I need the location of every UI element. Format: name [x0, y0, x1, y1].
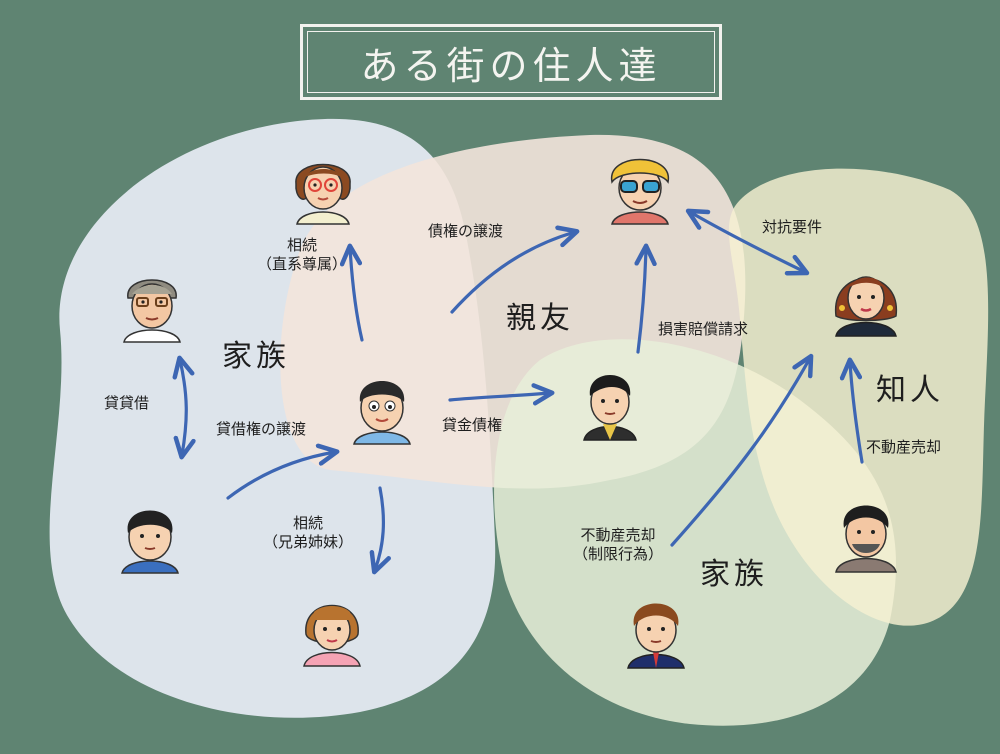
group-label-family-right: 家族 [700, 557, 768, 592]
acquaintances-region [728, 168, 989, 626]
man-in-suit-icon [583, 375, 637, 441]
group-label-acquaintances: 知人 [876, 373, 944, 408]
man-with-sunglasses-icon [611, 158, 669, 225]
label-damages-claim: 損害賠償請求 [658, 320, 749, 338]
arrow-damages [634, 243, 657, 354]
label-loan-lending: 貸貸借 [104, 394, 150, 412]
label-inherit-siblings: 相続 （兄弟姉妹） [262, 514, 353, 551]
label-real-estate-sale-limited: 不動産売却 （制限行為） [572, 526, 663, 563]
arrow-to-central [226, 443, 340, 500]
arrow-to-sibling [369, 486, 391, 575]
central-man-blue-shirt-icon [353, 381, 411, 445]
arrow-to-mother [339, 243, 364, 342]
arrow-loan-grandfather [172, 355, 196, 460]
woman-with-red-glasses-icon [295, 163, 351, 225]
label-perfection-requirement: 対抗要件 [762, 218, 823, 236]
arrow-sale [839, 357, 864, 464]
arrow-sale-limited [670, 353, 814, 547]
arrows [172, 208, 864, 575]
page-title: ある街の住人達 [360, 43, 662, 88]
young-man-blue-shirt-icon [121, 510, 179, 574]
elderly-man-with-glasses-icon [123, 279, 181, 343]
title-box: ある街の住人達 [300, 24, 722, 100]
group-label-friends: 親友 [506, 301, 574, 336]
girl-pink-dress-icon [303, 604, 361, 667]
arrow-perfection [685, 208, 810, 276]
label-real-estate-sale: 不動産売却 [866, 438, 942, 456]
arrow-to-best-friend [450, 225, 580, 314]
label-claim-assignment-left: 貸借権の譲渡 [216, 420, 307, 438]
boy-school-uniform-icon [627, 603, 685, 669]
bearded-man-icon [835, 505, 897, 573]
label-inherit-lineal: 相続 （直系尊属） [256, 236, 347, 273]
label-claim-assignment-top: 債権の譲渡 [428, 222, 504, 240]
arrow-loan-claim [448, 383, 555, 406]
group-label-family-left: 家族 [222, 339, 290, 374]
woman-brown-hair-icon [835, 276, 897, 337]
label-loan-claim: 貸金債権 [442, 416, 503, 434]
